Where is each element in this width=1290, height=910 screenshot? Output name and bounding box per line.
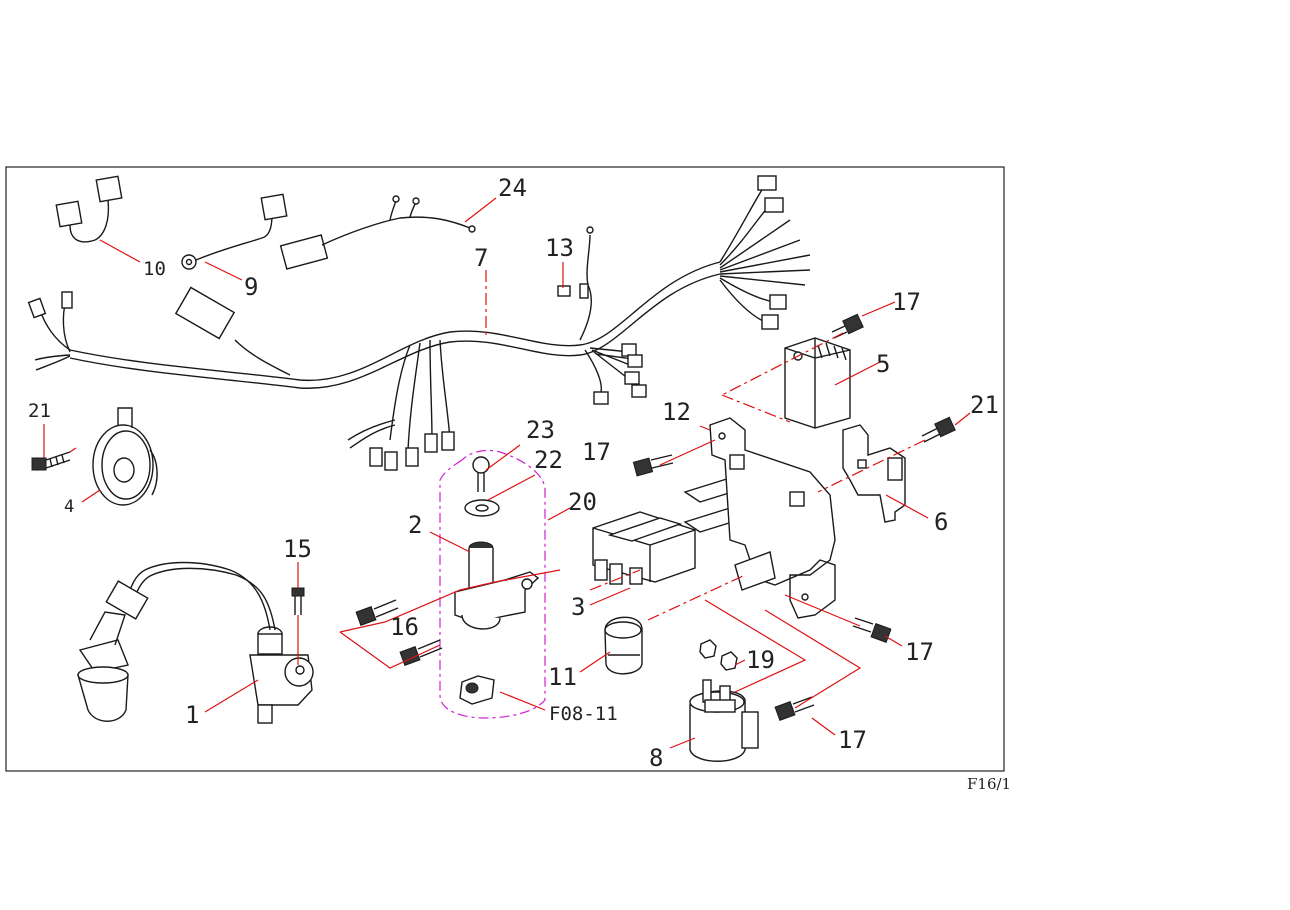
ground-lead-9 <box>181 193 288 270</box>
label-reference: F08-11 <box>549 703 618 725</box>
key-cylinder-2 <box>454 456 540 630</box>
bolt-17-right <box>852 617 892 643</box>
screw-15 <box>291 587 305 615</box>
label-part-24: 24 <box>498 174 527 202</box>
wire-clip-13 <box>557 283 589 299</box>
mounting-bracket-12 <box>709 417 836 619</box>
label-part-19: 19 <box>746 646 775 674</box>
regulator-5 <box>784 337 851 429</box>
label-part-1: 1 <box>185 701 199 729</box>
label-part-21-left: 21 <box>28 400 51 422</box>
nuts-19 <box>699 639 738 671</box>
bolt-21-right <box>921 416 956 443</box>
diagram-frame <box>5 166 1005 772</box>
label-part-21-right: 21 <box>970 391 999 419</box>
label-part-2: 2 <box>408 511 422 539</box>
label-part-17-lower: 17 <box>838 726 867 754</box>
label-part-23: 23 <box>526 416 555 444</box>
leader-lines <box>43 197 971 749</box>
starter-relay-8 <box>689 679 759 762</box>
label-part-4: 4 <box>64 497 74 517</box>
label-part-11: 11 <box>548 663 577 691</box>
label-part-15: 15 <box>283 535 312 563</box>
label-part-17-top: 17 <box>892 288 921 316</box>
label-part-16: 16 <box>390 613 419 641</box>
label-part-8: 8 <box>649 744 663 772</box>
sub-harness-24 <box>279 195 476 270</box>
label-part-5: 5 <box>876 350 890 378</box>
control-unit-3 <box>592 477 747 585</box>
label-part-13: 13 <box>545 234 574 262</box>
part-labels: 10 9 24 7 13 17 5 21 12 17 6 21 4 23 22 … <box>28 174 999 772</box>
label-part-10: 10 <box>143 258 166 280</box>
bolt-17-top <box>831 313 864 339</box>
bolt-17-lower <box>774 696 815 721</box>
label-part-20: 20 <box>568 488 597 516</box>
label-part-17-right: 17 <box>905 638 934 666</box>
connector-lead-10 <box>55 175 123 243</box>
main-wiring-harness <box>27 175 811 471</box>
horn-4 <box>92 407 158 506</box>
rubber-cap-11 <box>604 616 643 675</box>
key-holder-f08-11 <box>459 675 495 705</box>
label-part-17-left: 17 <box>582 438 611 466</box>
label-part-3: 3 <box>571 593 585 621</box>
label-part-22: 22 <box>534 446 563 474</box>
label-part-7: 7 <box>474 244 488 272</box>
label-part-9: 9 <box>244 273 258 301</box>
bolt-17-left <box>632 454 674 477</box>
bracket-6 <box>842 424 906 523</box>
figure-id: F16/1 <box>967 775 1012 793</box>
ignition-switch-1 <box>77 561 314 724</box>
bolt-21-left <box>31 451 71 471</box>
group-outline-20 <box>439 449 546 719</box>
label-part-12: 12 <box>662 398 691 426</box>
label-part-6: 6 <box>934 508 948 536</box>
